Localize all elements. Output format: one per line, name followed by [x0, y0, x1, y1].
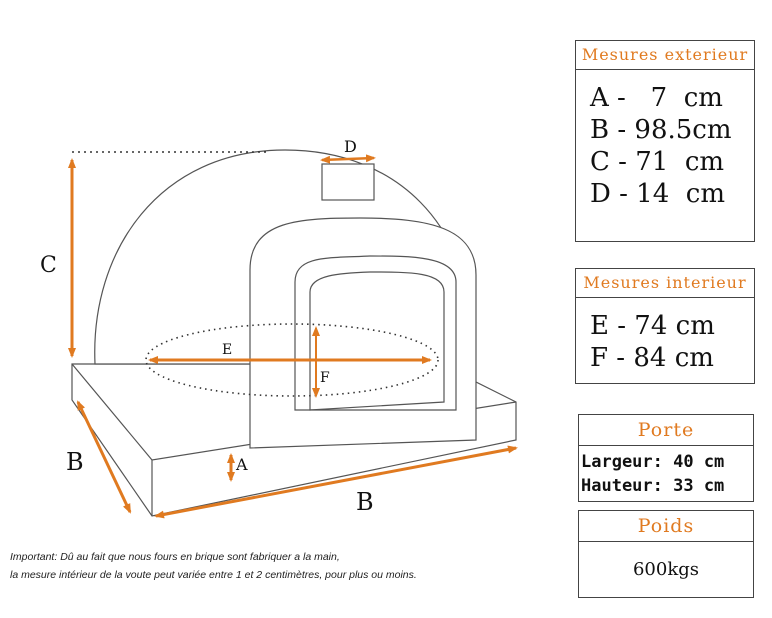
interior-row-e: E - 74 cm [590, 311, 715, 341]
exterior-measures-box: Mesures exterieur A - 7 cm B - 98.5cm C … [575, 40, 755, 242]
arrow-b-bottom [154, 445, 518, 519]
interior-ellipse [145, 323, 439, 397]
note-line-2: la mesure intérieur de la voute peut var… [10, 569, 417, 581]
note-line-1: Important: Dû au fait que nous fours en … [10, 551, 340, 563]
label-e: E [222, 342, 232, 358]
label-a: A [235, 455, 248, 474]
door-width: Largeur: 40 cm [581, 452, 725, 472]
interior-row-f: F - 84 cm [590, 343, 714, 373]
exterior-row-c: C - 71 cm [590, 147, 725, 177]
exterior-row-a: A - 7 cm [590, 83, 723, 113]
weight-box: Poids 600kgs [578, 510, 754, 598]
label-b-bottom: B [356, 488, 374, 516]
weight-value: 600kgs [632, 559, 700, 580]
exterior-row-b: B - 98.5cm [590, 115, 732, 145]
label-b-left: B [66, 448, 84, 476]
important-note: Important: Dû au fait que nous fours en … [10, 548, 417, 584]
interior-measures-box: Mesures interieur E - 74 cm F - 84 cm [575, 268, 755, 384]
label-d: D [344, 137, 357, 156]
arrow-b-left [76, 400, 132, 514]
label-f: F [320, 370, 330, 386]
exterior-title: Mesures exterieur [576, 41, 754, 70]
weight-title: Poids [579, 511, 753, 542]
door-height: Hauteur: 33 cm [581, 476, 725, 496]
label-c: C [40, 253, 57, 278]
chimney [321, 163, 375, 201]
oven-diagram: C B B A D E F [40, 137, 518, 519]
exterior-row-d: D - 14 cm [590, 179, 725, 209]
door-box: Porte Largeur: 40 cm Hauteur: 33 cm [578, 414, 754, 502]
interior-title: Mesures interieur [576, 269, 754, 298]
dimension-arrows [68, 154, 518, 519]
arrow-d [320, 154, 376, 164]
door-title: Porte [579, 415, 753, 446]
door-frame [249, 217, 477, 449]
